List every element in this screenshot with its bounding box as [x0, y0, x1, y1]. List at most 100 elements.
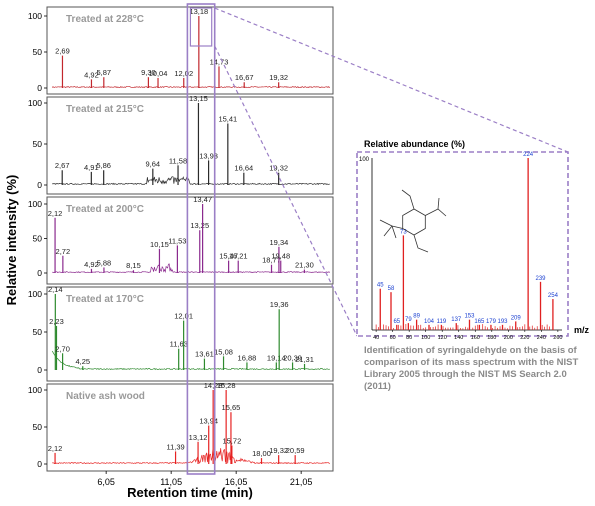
ms-x-tick-label: 80	[406, 335, 412, 341]
peak-label: 15,28	[217, 381, 236, 390]
peak-label: 15,41	[218, 115, 237, 124]
caption: Identification of syringaldehyde on the …	[364, 345, 579, 392]
peak-label: 19,32	[269, 446, 288, 455]
peak-label: 10,04	[149, 69, 168, 78]
ms-peak-label: 179	[486, 319, 497, 325]
peak-label: 4,92	[84, 260, 99, 269]
molecule-structure-icon	[379, 189, 447, 253]
peak-label: 2,72	[56, 247, 71, 256]
ms-peak-label: 224	[523, 152, 534, 158]
peak-label: 2,12	[48, 444, 63, 453]
bond-line	[413, 234, 429, 253]
ms-peak-label: 119	[437, 319, 447, 325]
peak-label: 14,73	[210, 57, 229, 66]
panel-title: Treated at 170°C	[66, 294, 144, 305]
peak-label: 9,64	[146, 160, 161, 169]
peak-label: 16,64	[234, 164, 253, 173]
ms-x-axis-label: m/z	[574, 325, 590, 335]
y-axis-label: Relative intensity (%)	[4, 175, 19, 306]
peak-label: 19,48	[271, 252, 290, 261]
peak-label: 11,58	[169, 156, 187, 165]
y-tick-label: 0	[37, 180, 42, 190]
y-tick-label: 0	[37, 459, 42, 469]
peak-label: 10,15	[150, 240, 169, 249]
peak-label: 5,87	[97, 68, 112, 77]
peak-label: 21,31	[295, 355, 314, 364]
bond-line	[391, 225, 403, 229]
ms-title: Relative abundance (%)	[364, 139, 465, 149]
ms-peak-label: 65	[393, 319, 400, 325]
peak-label: 11,53	[168, 236, 186, 245]
ms-x-tick-label: 180	[487, 335, 496, 341]
peak-label: 11,39	[166, 442, 184, 451]
ms-peak-label: 209	[511, 315, 522, 321]
peak-label: 14,28	[204, 381, 223, 390]
signal-trace	[52, 263, 331, 274]
ms-x-tick-label: 260	[553, 335, 562, 341]
ms-y-max-label: 100	[359, 157, 370, 163]
y-tick-label: 100	[28, 385, 42, 395]
ms-x-tick-label: 60	[390, 335, 396, 341]
peak-label: 13,12	[189, 433, 208, 442]
ms-x-tick-label: 220	[520, 335, 529, 341]
y-tick-label: 100	[28, 289, 42, 299]
panel-title: Treated at 215°C	[66, 104, 144, 115]
zoom-connector	[214, 7, 569, 153]
peak-label: 11,63	[170, 340, 188, 349]
peak-label: 2,14	[48, 285, 63, 294]
peak-label: 19,32	[269, 164, 288, 173]
y-tick-label: 50	[33, 139, 43, 149]
y-tick-label: 100	[28, 98, 42, 108]
peak-label: 13,47	[193, 195, 212, 204]
y-tick-label: 0	[37, 365, 42, 375]
peak-label: 5,88	[97, 258, 112, 267]
peak-label: 16,88	[238, 353, 257, 362]
ms-peak-label: 239	[536, 276, 547, 282]
peak-label: 12,01	[174, 312, 193, 321]
peak-label: 2,12	[48, 209, 63, 218]
peak-label: 4,92	[84, 70, 99, 79]
y-tick-label: 100	[28, 199, 42, 209]
peak-label: 5,86	[96, 161, 111, 170]
panel-frame	[46, 6, 334, 95]
ms-x-tick-label: 160	[471, 335, 480, 341]
ms-peak-label: 165	[474, 319, 485, 325]
panel-frame	[46, 286, 334, 382]
bond-line	[401, 189, 415, 210]
peak-label: 16,67	[235, 73, 254, 82]
peak-label: 13,93	[199, 151, 218, 160]
panel-title: Treated at 200°C	[66, 204, 144, 215]
y-tick-label: 50	[33, 422, 43, 432]
signal-trace	[51, 86, 331, 89]
ms-peak-label: 153	[464, 314, 475, 320]
highlight-peak-box	[189, 7, 213, 47]
y-tick-label: 100	[28, 11, 42, 21]
peak-label: 20,59	[286, 446, 305, 455]
peak-label: 2,23	[49, 317, 64, 326]
peak-label: 13,18	[189, 7, 208, 16]
peak-label: 13,94	[199, 417, 218, 426]
peak-label: 19,32	[269, 73, 288, 82]
highlight-window	[186, 3, 216, 475]
ms-peak-label: 193	[498, 319, 509, 325]
ms-x-tick-label: 140	[454, 335, 463, 341]
x-tick-label: 11,05	[160, 477, 182, 487]
peak-label: 19,36	[270, 300, 289, 309]
ms-x-tick-label: 240	[537, 335, 546, 341]
peak-label: 8,15	[126, 261, 141, 270]
peak-label: 19,34	[270, 238, 289, 247]
panel-title: Native ash wood	[66, 391, 145, 402]
panel-frame	[46, 383, 334, 472]
y-tick-label: 50	[33, 327, 43, 337]
signal-trace	[52, 175, 330, 186]
peak-label: 4,91	[84, 163, 99, 172]
ms-peak-label: 104	[424, 319, 435, 325]
ms-x-tick-label: 120	[438, 335, 447, 341]
ms-peak-label: 79	[405, 317, 412, 323]
peak-label: 2,69	[55, 47, 70, 56]
peak-label: 13,15	[189, 94, 208, 103]
signal-trace	[52, 448, 330, 465]
ms-peak-label: 58	[388, 286, 395, 292]
